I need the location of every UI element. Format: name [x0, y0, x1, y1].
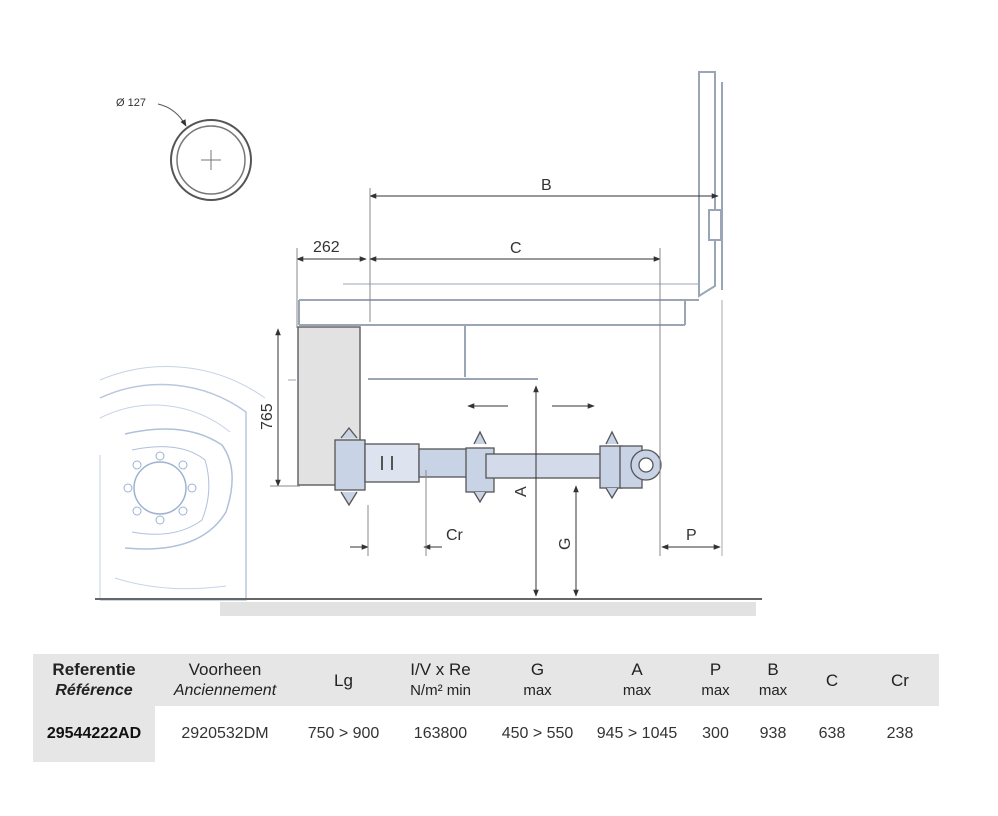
cell-c: 638	[818, 725, 846, 742]
table-row: 29544222AD 2920532DM 750 > 900 163800 45…	[33, 706, 939, 762]
dimension-262-label: 262	[313, 239, 340, 256]
tube-cross-section: Ø 127	[116, 97, 252, 201]
cell-previous: 2920532DM	[181, 725, 269, 742]
dimension-lines	[270, 188, 721, 597]
cell-reference: 29544222AD	[33, 706, 155, 762]
dimension-cr-label: Cr	[446, 527, 464, 544]
axle-assembly	[334, 426, 662, 507]
cell-p: 300	[702, 725, 729, 742]
cell-g: 450 > 550	[501, 725, 574, 742]
cell-a: 945 > 1045	[596, 725, 678, 742]
wheel-bolts	[123, 451, 197, 525]
mast-frame	[288, 71, 723, 556]
cell-cr: 238	[886, 725, 914, 742]
ground	[95, 598, 762, 616]
hub	[133, 461, 187, 515]
cell-b: 938	[759, 725, 787, 742]
cell-iv-re: 163800	[413, 725, 468, 742]
dimension-p-label: P	[686, 527, 697, 544]
axle-dimension-diagram: Ø 127	[95, 71, 762, 616]
dimension-g-label: G	[557, 538, 574, 550]
dimension-a-label: A	[513, 486, 530, 497]
header-cr: Cr	[861, 654, 939, 706]
wheel	[99, 366, 266, 601]
dimension-b-label: B	[541, 177, 552, 194]
dimension-765-label: 765	[259, 403, 276, 430]
dimension-c-label: C	[510, 240, 522, 257]
diameter-label: Ø 127	[116, 97, 146, 109]
header-c: C	[803, 654, 861, 706]
cell-lg: 750 > 900	[307, 725, 380, 742]
header-lg: Lg	[295, 654, 392, 706]
